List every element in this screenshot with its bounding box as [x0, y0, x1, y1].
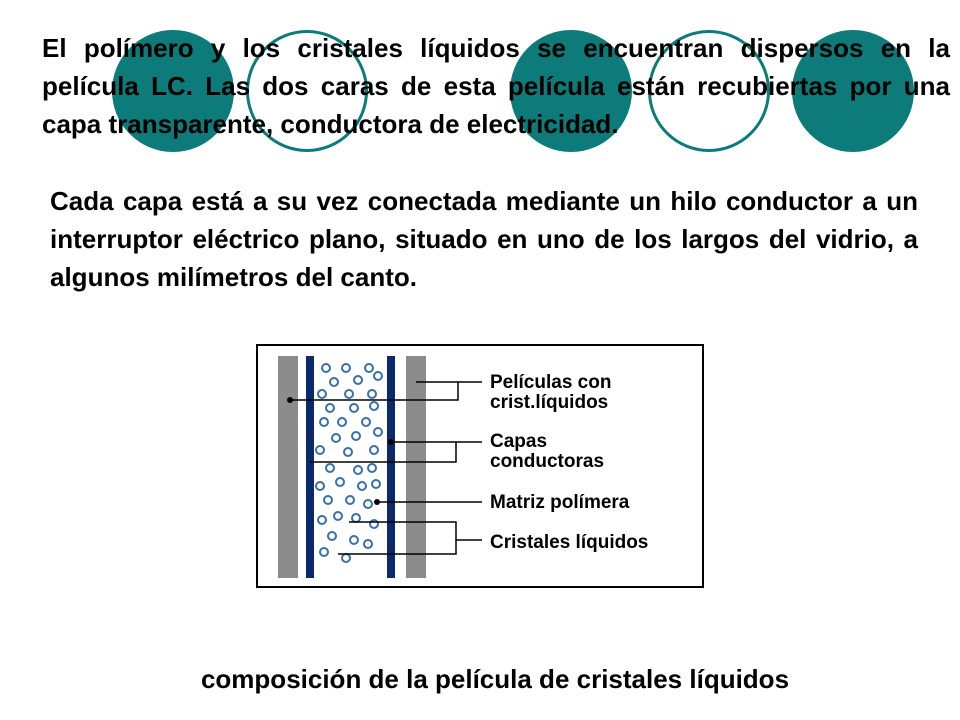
decorative-circle-1 — [112, 30, 234, 152]
droplet — [325, 403, 335, 413]
leader-cristales-1 — [349, 521, 482, 541]
decorative-circle-3 — [792, 30, 914, 152]
paragraph-intro: El polímero y los cristales líquidos se … — [42, 33, 950, 139]
leader-cristales-2 — [338, 540, 457, 555]
droplet — [341, 363, 351, 373]
decorative-ring-1 — [246, 30, 368, 152]
label-peliculas-line1: Películas con — [490, 372, 611, 393]
droplet — [319, 417, 329, 427]
droplet — [315, 445, 325, 455]
droplet — [373, 427, 383, 437]
glass-layer-left — [278, 356, 298, 578]
conductive-layer-left — [306, 356, 314, 578]
droplet — [351, 513, 361, 523]
droplet — [335, 477, 345, 487]
droplet — [363, 539, 373, 549]
figure-caption: composición de la película de cristales … — [200, 664, 790, 694]
droplet — [333, 511, 343, 521]
lc-film-diagram: Películas con crist.líquidos Capas condu… — [256, 344, 704, 588]
droplet — [369, 401, 379, 411]
droplet — [349, 535, 359, 545]
droplet — [369, 519, 379, 529]
label-cristales: Cristales líquidos — [490, 532, 648, 553]
leader-peliculas — [290, 381, 482, 401]
droplet — [337, 417, 347, 427]
label-peliculas-line2: crist.líquidos — [490, 392, 608, 413]
droplet — [315, 481, 325, 491]
droplet — [345, 495, 355, 505]
droplet — [367, 389, 377, 399]
leader-capas-2 — [310, 442, 457, 463]
droplet — [363, 499, 373, 509]
droplet — [325, 463, 335, 473]
droplet — [319, 547, 329, 557]
droplet — [343, 447, 353, 457]
droplet — [364, 363, 374, 373]
droplet — [341, 553, 351, 563]
droplet — [367, 463, 377, 473]
droplet — [329, 377, 339, 387]
droplet — [373, 371, 383, 381]
droplet — [321, 363, 331, 373]
label-capas-line1: Capas — [490, 431, 547, 452]
leader-lines — [290, 381, 482, 555]
droplet — [327, 531, 337, 541]
liquid-crystal-droplets — [315, 363, 383, 563]
label-matriz: Matriz polímera — [490, 492, 630, 513]
decorative-ring-2 — [648, 30, 770, 152]
droplet — [357, 481, 367, 491]
droplet — [331, 433, 341, 443]
droplet — [351, 431, 361, 441]
paragraph-connection: Cada capa está a su vez conectada median… — [50, 186, 918, 292]
droplet — [317, 389, 327, 399]
droplet — [317, 515, 327, 525]
droplet — [353, 465, 363, 475]
droplet — [371, 479, 381, 489]
droplet — [323, 495, 333, 505]
droplet — [353, 375, 363, 385]
label-capas-line2: conductoras — [490, 451, 604, 472]
droplet — [344, 389, 354, 399]
leader-dots — [287, 397, 394, 505]
decorative-circle-2 — [510, 30, 632, 152]
droplet — [349, 403, 359, 413]
conductive-layer-right — [387, 356, 395, 578]
droplet — [369, 445, 379, 455]
droplet — [361, 417, 371, 427]
glass-layer-right — [406, 356, 426, 578]
